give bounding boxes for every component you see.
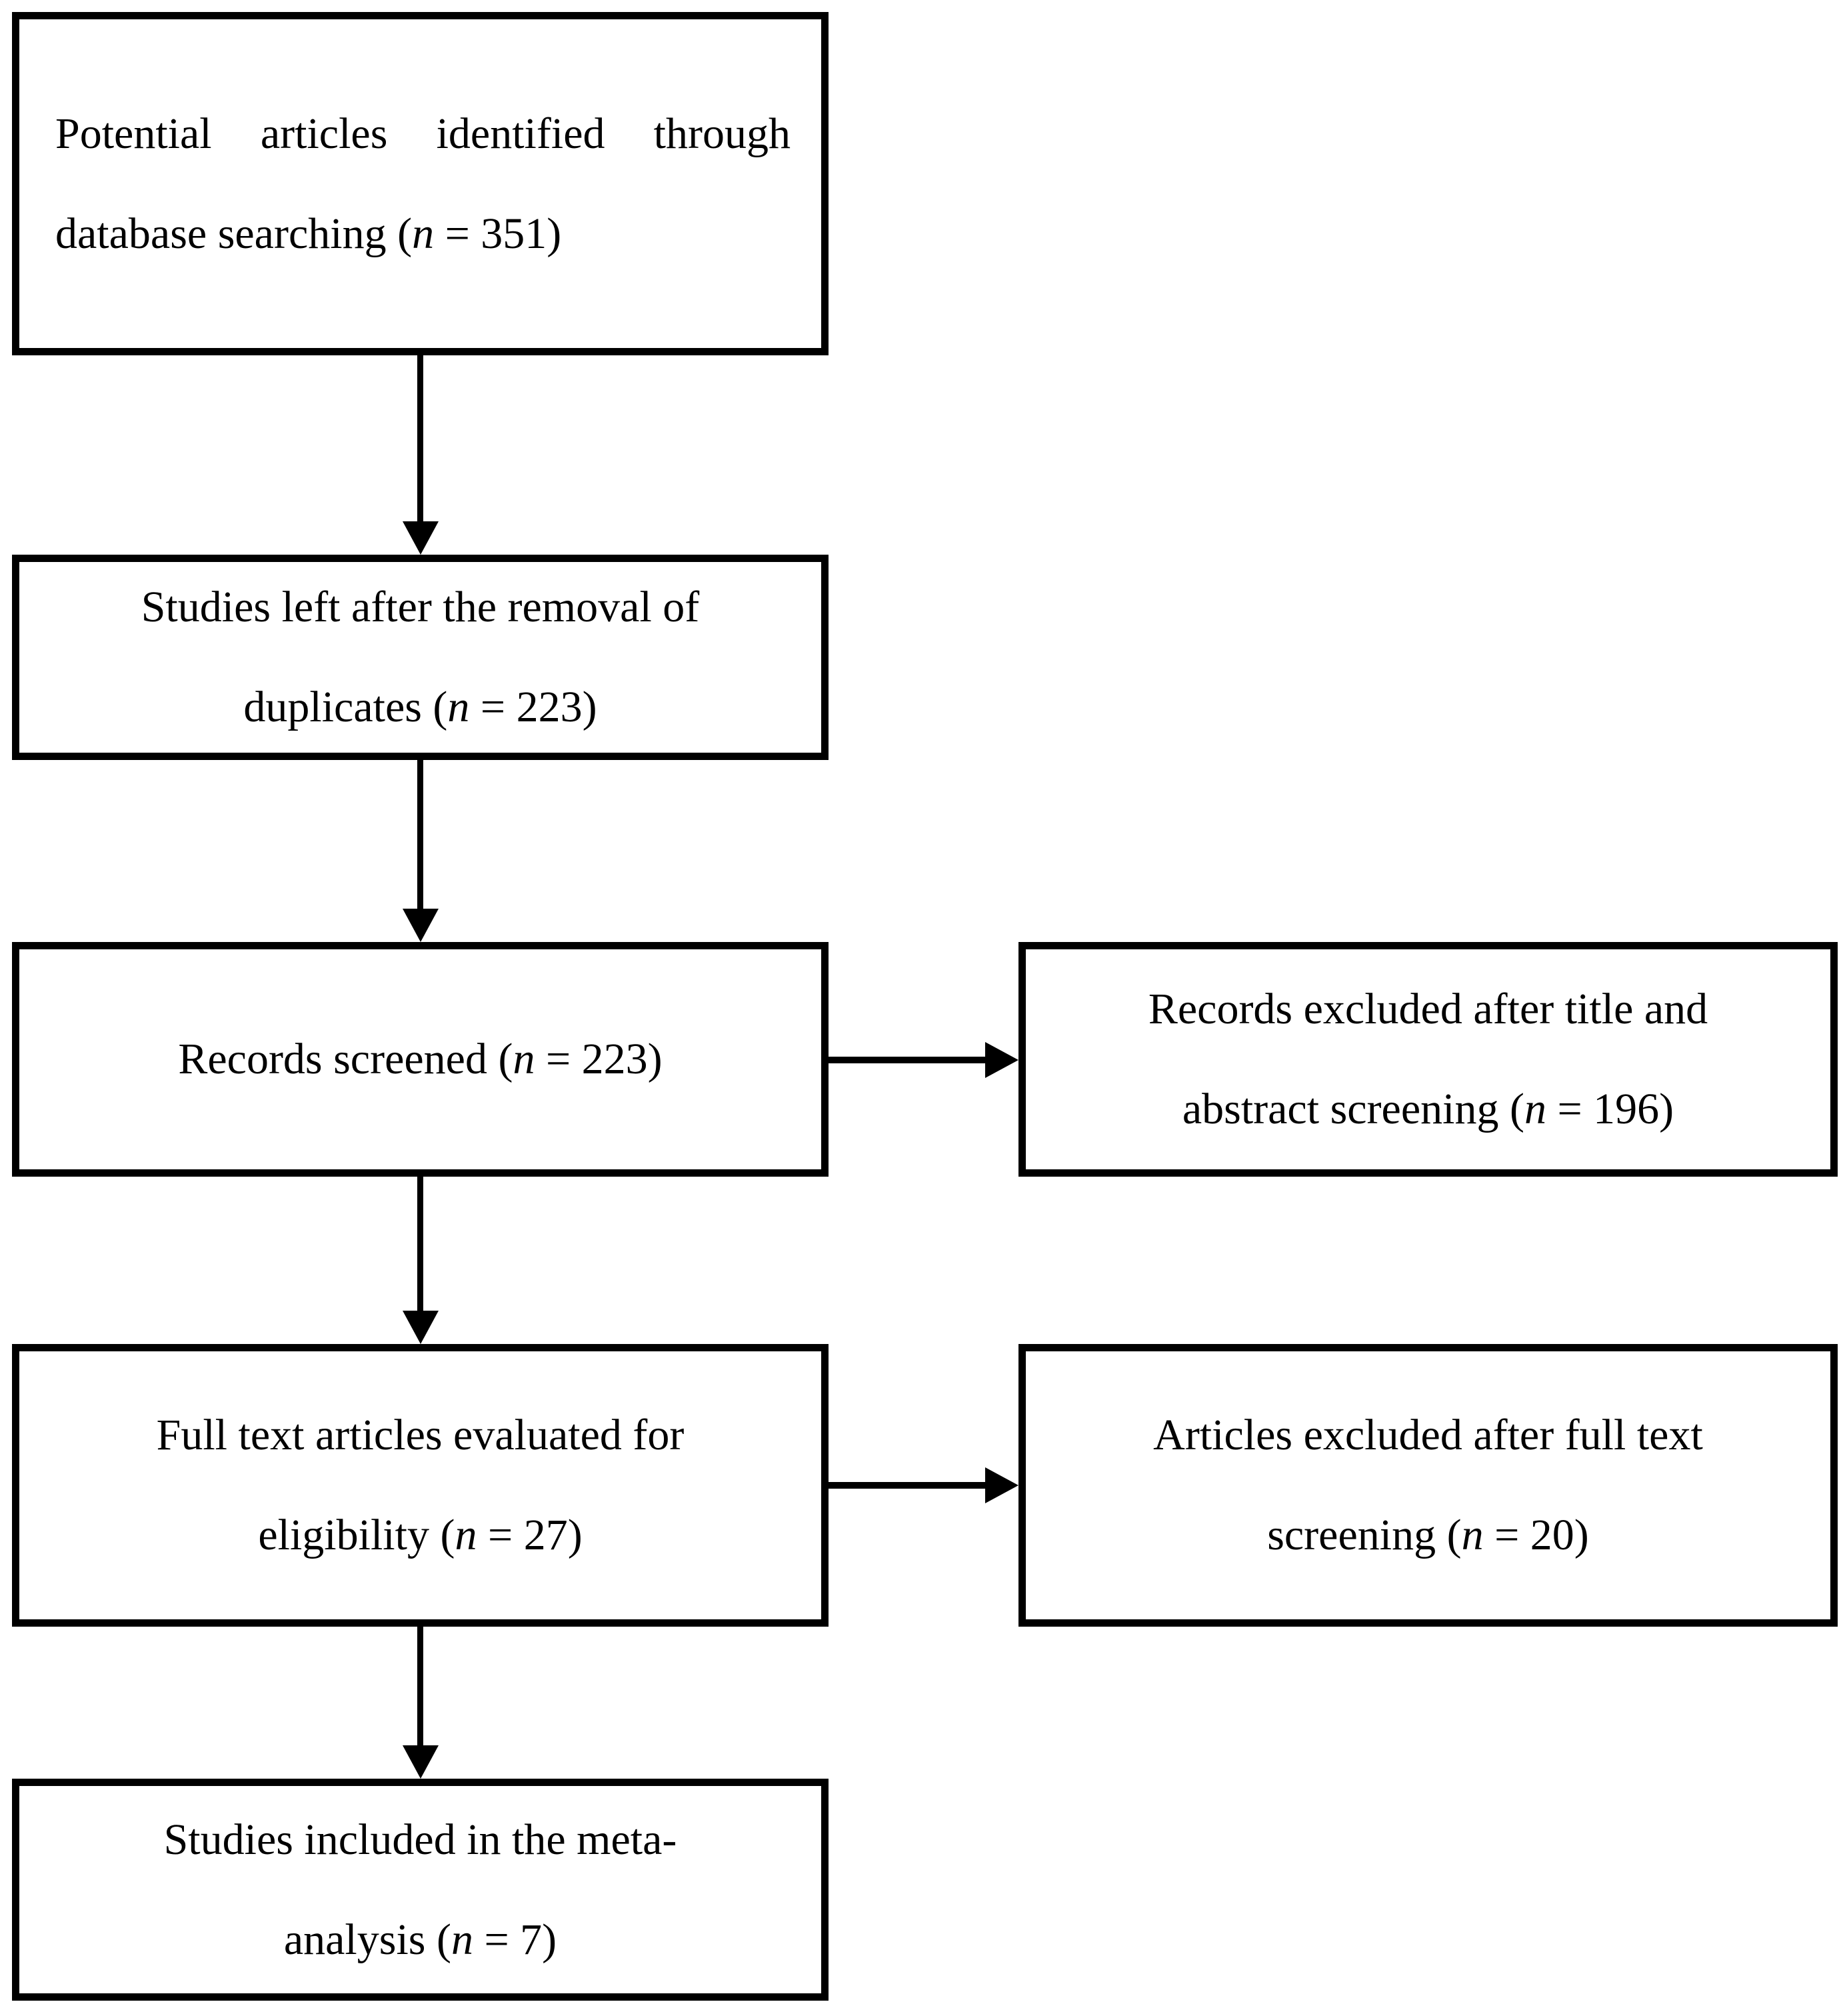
arrow-down-2-stem — [417, 760, 423, 909]
box-duplicates-removed-line2: duplicates (n = 223) — [46, 657, 795, 757]
box-excluded-fulltext-line2-post: = 20) — [1483, 1511, 1589, 1559]
box-fulltext-evaluated: Full text articles evaluated for eligibi… — [12, 1344, 829, 1627]
box-duplicates-removed-line2-pre: duplicates ( — [243, 683, 448, 731]
arrow-right-fulltext-stem — [829, 1482, 985, 1489]
box-records-screened-line1: Records screened (n = 223) — [46, 1009, 795, 1109]
box-duplicates-removed: Studies left after the removal of duplic… — [12, 555, 829, 760]
arrow-down-1-head-icon — [403, 521, 439, 555]
box-duplicates-removed-line2-post: = 223) — [469, 683, 597, 731]
box-identification-line2-post: = 351) — [434, 209, 562, 258]
arrow-down-1-stem — [417, 355, 423, 521]
box-excluded-title-abstract-line2-post: = 196) — [1546, 1085, 1674, 1133]
box-excluded-fulltext-line2-pre: screening ( — [1267, 1511, 1462, 1559]
box-records-screened-line1-post: = 223) — [535, 1035, 663, 1083]
n-italic: n — [412, 209, 435, 258]
box-records-screened: Records screened (n = 223) — [12, 942, 829, 1177]
box-fulltext-evaluated-line2: eligibility (n = 27) — [46, 1485, 795, 1585]
box-excluded-title-abstract-line2: abstract screening (n = 196) — [1052, 1059, 1804, 1159]
box-fulltext-evaluated-line2-post: = 27) — [477, 1511, 583, 1559]
box-included-meta-analysis-line1: Studies included in the meta- — [163, 1815, 677, 1864]
box-fulltext-evaluated-line2-pre: eligibility ( — [258, 1511, 455, 1559]
n-italic: n — [1524, 1085, 1546, 1133]
arrow-right-screening-head-icon — [985, 1042, 1018, 1078]
arrow-down-4-stem — [417, 1627, 423, 1745]
arrow-down-3-head-icon — [403, 1311, 439, 1344]
box-identification-line1: Potential articles identified through — [55, 109, 791, 158]
n-italic: n — [455, 1511, 477, 1559]
box-included-meta-analysis-line2-pre: analysis ( — [283, 1915, 451, 1964]
box-excluded-title-abstract: Records excluded after title and abstrac… — [1018, 942, 1838, 1177]
box-identification-line2: database searching (n = 351) — [55, 184, 791, 284]
arrow-right-screening-stem — [829, 1057, 985, 1063]
box-excluded-title-abstract-line2-pre: abstract screening ( — [1182, 1085, 1524, 1133]
n-italic: n — [447, 683, 470, 731]
box-excluded-fulltext: Articles excluded after full text screen… — [1018, 1344, 1838, 1627]
box-included-meta-analysis-line2-post: = 7) — [473, 1915, 557, 1964]
box-excluded-title-abstract-line1: Records excluded after title and — [1148, 985, 1708, 1033]
box-records-screened-line1-pre: Records screened ( — [178, 1035, 513, 1083]
n-italic: n — [1461, 1511, 1484, 1559]
n-italic: n — [451, 1915, 473, 1964]
box-duplicates-removed-line1: Studies left after the removal of — [141, 583, 700, 631]
box-included-meta-analysis: Studies included in the meta- analysis (… — [12, 1779, 829, 2001]
box-identification: Potential articles identified through da… — [12, 12, 829, 355]
arrow-down-2-head-icon — [403, 909, 439, 942]
box-excluded-fulltext-line2: screening (n = 20) — [1052, 1485, 1804, 1585]
arrow-down-3-stem — [417, 1177, 423, 1311]
box-excluded-fulltext-line1: Articles excluded after full text — [1153, 1411, 1703, 1459]
arrow-right-fulltext-head-icon — [985, 1467, 1018, 1503]
box-identification-line2-pre: database searching ( — [55, 209, 413, 258]
box-included-meta-analysis-line2: analysis (n = 7) — [46, 1890, 795, 1990]
n-italic: n — [513, 1035, 535, 1083]
arrow-down-4-head-icon — [403, 1745, 439, 1779]
box-fulltext-evaluated-line1: Full text articles evaluated for — [156, 1411, 685, 1459]
